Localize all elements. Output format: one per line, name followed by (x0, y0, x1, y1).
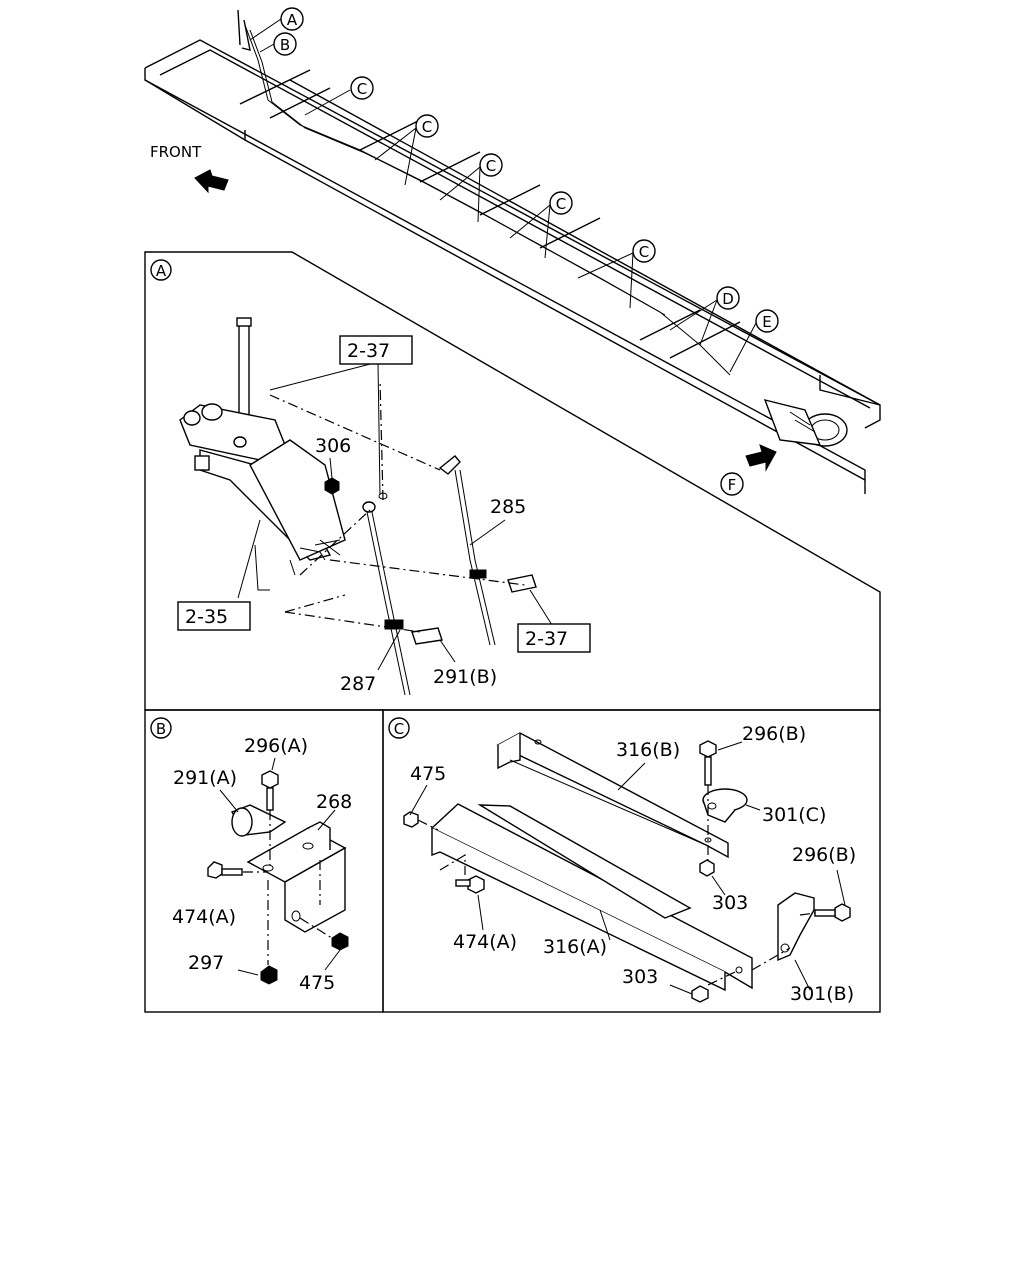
svg-text:C: C (422, 118, 432, 136)
arrow-f-icon (745, 444, 777, 472)
svg-text:C: C (556, 195, 566, 213)
bracket-268 (246, 821, 347, 933)
panel-b-tag: B (150, 717, 172, 739)
label-475: 475 (299, 972, 335, 994)
clamp-301b (777, 892, 815, 962)
svg-text:B: B (156, 720, 166, 738)
bracket-316b (496, 732, 729, 859)
chassis-overview: FRONT A B C C C C C D E F (144, 7, 881, 496)
svg-text:C: C (357, 80, 367, 98)
label-474a: 474(A) (172, 906, 236, 928)
callout-d: D (716, 286, 740, 310)
panel-a-border (144, 251, 881, 711)
ref-2-37-top: 2-37 (347, 340, 390, 362)
callout-c: C (479, 153, 503, 177)
ref-2-37-bottom: 2-37 (525, 628, 568, 650)
clip-237 (507, 574, 537, 593)
nut-297 (260, 965, 278, 985)
bolt-296b-right (814, 903, 851, 922)
label-285: 285 (490, 496, 526, 518)
clip-291a (230, 804, 287, 837)
panel-a-tag: A (150, 259, 172, 281)
nut-303-top (699, 859, 715, 877)
panel-b: B (144, 709, 384, 1013)
callout-c: C (415, 114, 439, 138)
front-label: FRONT (150, 143, 202, 161)
front-arrow-icon (194, 169, 229, 194)
label-296a: 296(A) (244, 735, 308, 757)
transmission (763, 398, 848, 447)
label-316b: 316(B) (616, 739, 680, 761)
svg-text:C: C (639, 243, 649, 261)
callout-a: A (280, 7, 304, 31)
bracket-316a (430, 803, 753, 992)
label-474a-c: 474(A) (453, 931, 517, 953)
label-291a: 291(A) (173, 767, 237, 789)
label-291b: 291(B) (433, 666, 497, 688)
callout-f: F (720, 472, 744, 496)
callout-c: C (549, 191, 573, 215)
label-303-bottom: 303 (622, 966, 658, 988)
panel-c: C (382, 709, 881, 1013)
panel-c-tag: C (388, 717, 410, 739)
nut-303-bottom (691, 985, 709, 1003)
callout-c: C (350, 76, 374, 100)
label-287: 287 (340, 673, 376, 695)
svg-text:D: D (722, 290, 734, 308)
svg-text:F: F (728, 476, 737, 494)
label-268: 268 (316, 791, 352, 813)
label-316a: 316(A) (543, 936, 607, 958)
label-303-top: 303 (712, 892, 748, 914)
svg-text:B: B (280, 36, 290, 54)
label-301b: 301(B) (790, 983, 854, 1005)
clamp-301c (702, 788, 748, 823)
nut-306 (324, 477, 340, 495)
shift-lever-assembly (179, 317, 346, 591)
nut-475-c (403, 811, 419, 828)
svg-text:A: A (287, 11, 298, 29)
bolt-474a-c (455, 875, 485, 894)
label-296b-top: 296(B) (742, 723, 806, 745)
svg-text:A: A (156, 262, 167, 280)
bolt-296a (261, 770, 279, 811)
label-301c: 301(C) (762, 804, 826, 826)
label-296b-right: 296(B) (792, 844, 856, 866)
cable-287 (362, 501, 411, 696)
label-297: 297 (188, 952, 224, 974)
callout-c: C (632, 239, 656, 263)
panel-a: A (144, 251, 881, 711)
bolt-296b-top (699, 740, 717, 786)
bolt-474a (207, 861, 243, 879)
label-475-c: 475 (410, 763, 446, 785)
label-306: 306 (315, 435, 351, 457)
ref-2-35: 2-35 (185, 606, 228, 628)
callout-e: E (755, 309, 779, 333)
clip-291b (411, 627, 443, 645)
callout-b: B (273, 32, 297, 56)
nut-475-b (331, 932, 349, 951)
svg-text:C: C (394, 720, 404, 738)
panel-c-border (382, 709, 881, 1013)
svg-text:C: C (486, 157, 496, 175)
svg-text:E: E (762, 313, 771, 331)
cable-285 (438, 455, 496, 646)
